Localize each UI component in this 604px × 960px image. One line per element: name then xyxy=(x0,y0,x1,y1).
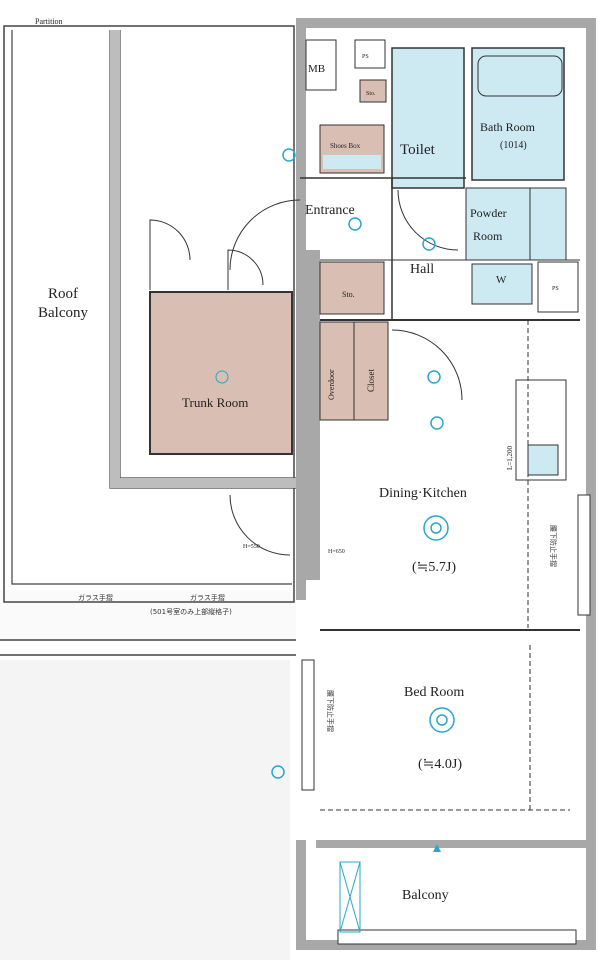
mb-box xyxy=(305,39,337,91)
fixtures xyxy=(271,148,455,779)
label-bed-room: Bed Room xyxy=(404,685,464,700)
label-hall: Hall xyxy=(410,262,434,277)
label-toilet: Toilet xyxy=(400,142,436,158)
annotation-fall-rail-1: 腰下防止手摺 xyxy=(549,525,558,567)
label-partition: Partition xyxy=(35,17,63,26)
annotation-glass-rail-1: ガラス手摺 xyxy=(78,593,113,602)
exterior-area xyxy=(0,660,290,960)
roof-balcony xyxy=(3,25,300,603)
stove xyxy=(527,444,559,476)
annotation-glass-rail-2: ガラス手摺 xyxy=(190,593,225,602)
storage xyxy=(319,261,385,315)
label-dining-kitchen: Dining·Kitchen xyxy=(379,486,467,501)
ledge xyxy=(0,590,300,640)
storage-small xyxy=(359,79,387,103)
trunk-room xyxy=(149,291,293,455)
bathtub xyxy=(477,55,563,97)
arrow-icon xyxy=(433,844,441,852)
door-swings xyxy=(149,189,463,556)
label-washer: W xyxy=(496,274,507,286)
ps-box-right xyxy=(537,261,579,313)
label-bath-size: (1014) xyxy=(500,140,527,151)
label-ps: PS xyxy=(362,54,369,60)
washbasin xyxy=(529,187,567,261)
annotation-dim-1200: L=1,200 xyxy=(506,446,514,470)
label-entrance: Entrance xyxy=(305,203,355,218)
annotation-h550: H=550 xyxy=(243,544,260,550)
label-roof-balcony: Balcony xyxy=(38,305,88,321)
hatch-cross xyxy=(339,861,361,933)
label-bath-room: Bath Room xyxy=(480,120,536,134)
annotation-fall-rail-2: 腰下防止手摺 xyxy=(326,690,335,732)
shoes-box-shelf xyxy=(323,155,381,169)
annotation-rail-note: (501号室のみ上部縦格子) xyxy=(150,607,232,616)
label-storage-small: Sto. xyxy=(366,91,376,97)
label-closet: Closet xyxy=(366,368,376,392)
label-overdoor: Overdoor xyxy=(327,369,336,400)
toilet-room xyxy=(391,47,465,189)
evacuation-hatch xyxy=(339,861,361,933)
label-trunk-room: Trunk Room xyxy=(182,395,248,410)
label-roof: Roof xyxy=(48,286,78,302)
label-powder: Powder xyxy=(470,206,507,220)
label-mb: MB xyxy=(308,63,325,75)
label-bed-room-size: (≒4.0J) xyxy=(418,757,462,772)
light-fixture-icon xyxy=(215,370,229,384)
ps-box xyxy=(354,39,386,69)
label-powder-room: Room xyxy=(473,229,503,243)
washer-space xyxy=(471,263,533,305)
label-ps-right: PS xyxy=(552,286,559,292)
label-shoes-box: Shoes Box xyxy=(330,142,361,150)
label-storage: Sto. xyxy=(342,290,355,299)
label-dining-kitchen-size: (≒5.7J) xyxy=(412,560,456,575)
annotation-h650: H=650 xyxy=(328,549,345,555)
label-balcony: Balcony xyxy=(402,888,449,903)
powder-room xyxy=(465,187,531,261)
